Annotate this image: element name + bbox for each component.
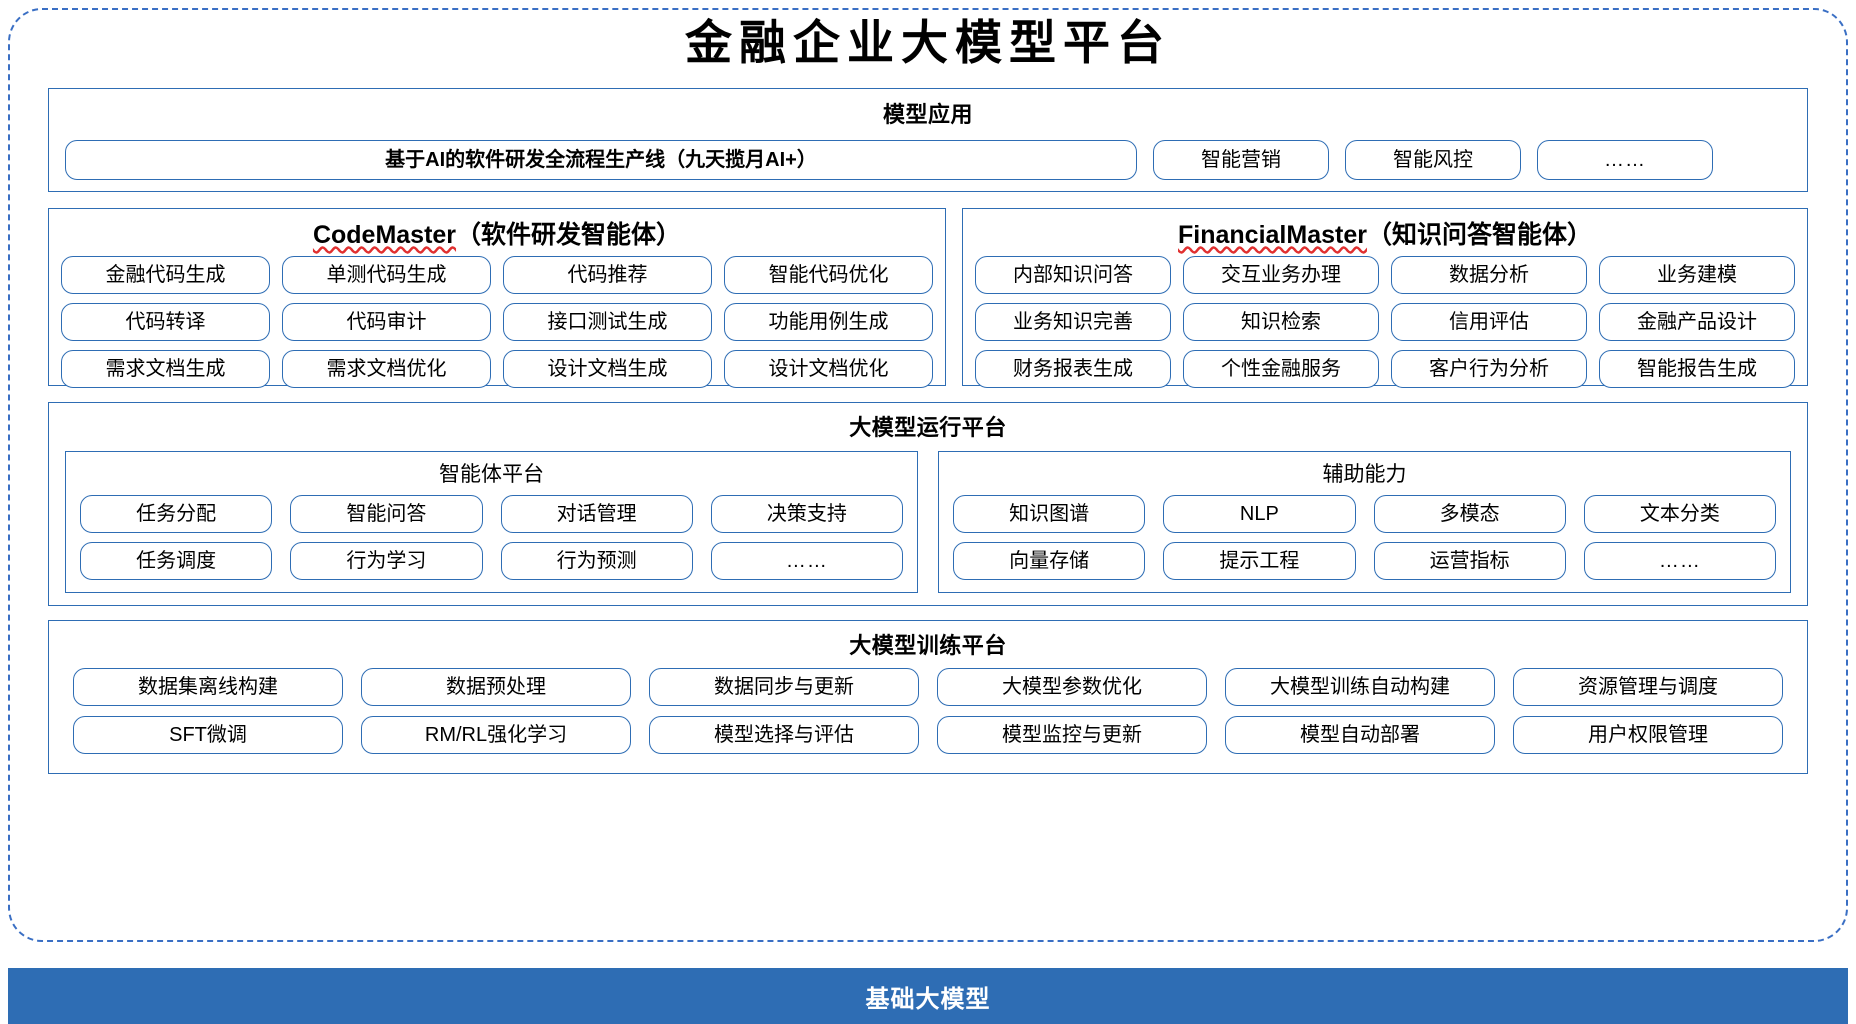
model-application-row: 基于AI的软件研发全流程生产线（九天揽月AI+） 智能营销 智能风控 …… [65, 140, 1791, 180]
runtime-pill[interactable]: 智能问答 [290, 495, 483, 533]
capability-pill[interactable]: 设计文档生成 [503, 350, 712, 388]
capability-pill[interactable]: 金融代码生成 [61, 256, 270, 294]
agent-title-financialmaster: FinancialMaster（知识问答智能体） [963, 215, 1807, 251]
runtime-pill[interactable]: 决策支持 [710, 495, 903, 533]
runtime-pill[interactable]: 行为预测 [500, 542, 693, 580]
app-pill-marketing[interactable]: 智能营销 [1153, 140, 1329, 180]
runtime-pill-more[interactable]: …… [710, 542, 903, 580]
capability-pill[interactable]: 业务建模 [1599, 256, 1795, 294]
capability-pill[interactable]: 数据分析 [1391, 256, 1587, 294]
subpanel-title-agent-platform: 智能体平台 [439, 463, 544, 486]
training-pill[interactable]: 用户权限管理 [1513, 716, 1783, 754]
capability-pill[interactable]: 代码推荐 [503, 256, 712, 294]
capability-pill[interactable]: 金融产品设计 [1599, 303, 1795, 341]
capability-pill[interactable]: 信用评估 [1391, 303, 1587, 341]
training-pill[interactable]: 大模型参数优化 [937, 668, 1207, 706]
section-title-training-platform: 大模型训练平台 [849, 633, 1007, 658]
training-pill[interactable]: SFT微调 [73, 716, 343, 754]
agent-name-financialmaster: FinancialMaster [1178, 221, 1367, 249]
platform-outer-frame [8, 8, 1848, 942]
runtime-pill[interactable]: 提示工程 [1163, 542, 1356, 580]
agent-subtitle-financialmaster: （知识问答智能体） [1366, 221, 1592, 249]
capability-pill[interactable]: 交互业务办理 [1183, 256, 1379, 294]
runtime-pill-more[interactable]: …… [1583, 542, 1776, 580]
app-pill-pipeline[interactable]: 基于AI的软件研发全流程生产线（九天揽月AI+） [65, 140, 1137, 180]
runtime-pill[interactable]: 多模态 [1373, 495, 1566, 533]
app-pill-more[interactable]: …… [1537, 140, 1713, 180]
subpanel-agent-platform: 智能体平台 任务分配 智能问答 对话管理 决策支持 任务调度 行为学习 行为预测… [65, 451, 918, 593]
section-runtime-platform: 大模型运行平台 智能体平台 任务分配 智能问答 对话管理 决策支持 任务调度 行… [48, 402, 1808, 606]
capability-pill[interactable]: 客户行为分析 [1391, 350, 1587, 388]
agent-capability-grid-financialmaster: 内部知识问答 交互业务办理 数据分析 业务建模 业务知识完善 知识检索 信用评估… [975, 256, 1795, 388]
capability-pill[interactable]: 个性金融服务 [1183, 350, 1379, 388]
subpanel-grid-auxiliary-capability: 知识图谱 NLP 多模态 文本分类 向量存储 提示工程 运营指标 …… [953, 495, 1776, 580]
capability-pill[interactable]: 代码转译 [61, 303, 270, 341]
training-pill[interactable]: 资源管理与调度 [1513, 668, 1783, 706]
section-agent-financialmaster: FinancialMaster（知识问答智能体） 内部知识问答 交互业务办理 数… [962, 208, 1808, 388]
app-pill-risk-control[interactable]: 智能风控 [1345, 140, 1521, 180]
runtime-pill[interactable]: 知识图谱 [953, 495, 1146, 533]
training-pill[interactable]: 数据预处理 [361, 668, 631, 706]
training-pill[interactable]: 模型选择与评估 [649, 716, 919, 754]
capability-pill[interactable]: 功能用例生成 [724, 303, 933, 341]
training-pill[interactable]: 大模型训练自动构建 [1225, 668, 1495, 706]
training-pill[interactable]: 数据同步与更新 [649, 668, 919, 706]
section-title-model-application: 模型应用 [882, 102, 973, 127]
runtime-pill[interactable]: 向量存储 [953, 542, 1146, 580]
section-training-platform: 大模型训练平台 数据集离线构建 数据预处理 数据同步与更新 大模型参数优化 大模… [48, 620, 1808, 774]
agent-capability-grid-codemaster: 金融代码生成 单测代码生成 代码推荐 智能代码优化 代码转译 代码审计 接口测试… [61, 256, 933, 388]
runtime-pill[interactable]: 运营指标 [1373, 542, 1566, 580]
runtime-pill[interactable]: NLP [1163, 495, 1356, 533]
agent-name-codemaster: CodeMaster [312, 221, 457, 249]
training-pill[interactable]: 数据集离线构建 [73, 668, 343, 706]
section-title-runtime-platform: 大模型运行平台 [849, 415, 1007, 440]
training-pill[interactable]: 模型监控与更新 [937, 716, 1207, 754]
capability-pill[interactable]: 智能报告生成 [1599, 350, 1795, 388]
agent-subtitle-codemaster: （软件研发智能体） [456, 221, 682, 249]
capability-pill[interactable]: 代码审计 [282, 303, 491, 341]
capability-pill[interactable]: 业务知识完善 [975, 303, 1171, 341]
capability-pill[interactable]: 智能代码优化 [724, 256, 933, 294]
runtime-pill[interactable]: 行为学习 [290, 542, 483, 580]
capability-pill[interactable]: 单测代码生成 [282, 256, 491, 294]
training-grid: 数据集离线构建 数据预处理 数据同步与更新 大模型参数优化 大模型训练自动构建 … [73, 668, 1783, 754]
subpanel-title-auxiliary-capability: 辅助能力 [1322, 463, 1407, 486]
section-agent-codemaster: CodeMaster（软件研发智能体） 金融代码生成 单测代码生成 代码推荐 智… [48, 208, 946, 388]
capability-pill[interactable]: 需求文档优化 [282, 350, 491, 388]
capability-pill[interactable]: 财务报表生成 [975, 350, 1171, 388]
foundation-model-label: 基础大模型 [865, 985, 991, 1013]
capability-pill[interactable]: 知识检索 [1183, 303, 1379, 341]
subpanel-auxiliary-capability: 辅助能力 知识图谱 NLP 多模态 文本分类 向量存储 提示工程 运营指标 …… [938, 451, 1791, 593]
runtime-subpanels: 智能体平台 任务分配 智能问答 对话管理 决策支持 任务调度 行为学习 行为预测… [65, 451, 1791, 593]
section-model-application: 模型应用 基于AI的软件研发全流程生产线（九天揽月AI+） 智能营销 智能风控 … [48, 88, 1808, 192]
agent-title-codemaster: CodeMaster（软件研发智能体） [49, 215, 945, 251]
capability-pill[interactable]: 设计文档优化 [724, 350, 933, 388]
capability-pill[interactable]: 接口测试生成 [503, 303, 712, 341]
training-pill[interactable]: 模型自动部署 [1225, 716, 1495, 754]
runtime-pill[interactable]: 文本分类 [1583, 495, 1776, 533]
subpanel-grid-agent-platform: 任务分配 智能问答 对话管理 决策支持 任务调度 行为学习 行为预测 …… [80, 495, 903, 580]
capability-pill[interactable]: 需求文档生成 [61, 350, 270, 388]
capability-pill[interactable]: 内部知识问答 [975, 256, 1171, 294]
runtime-pill[interactable]: 对话管理 [500, 495, 693, 533]
runtime-pill[interactable]: 任务调度 [80, 542, 273, 580]
training-pill[interactable]: RM/RL强化学习 [361, 716, 631, 754]
foundation-model-bar: 基础大模型 [8, 968, 1848, 1024]
page-title: 金融企业大模型平台 [685, 16, 1171, 71]
runtime-pill[interactable]: 任务分配 [80, 495, 273, 533]
